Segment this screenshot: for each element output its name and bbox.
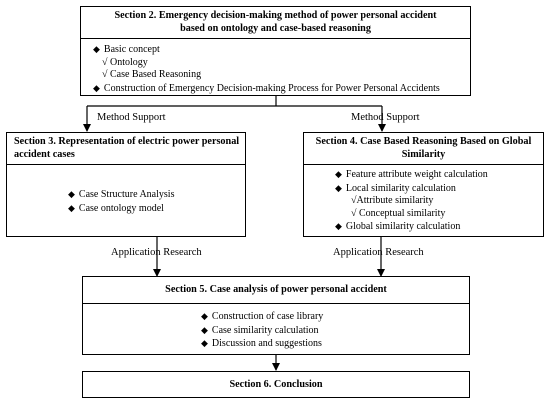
section3-box: Section 3. Representation of electric po… xyxy=(6,132,246,237)
section4-item-conceptual: √ Conceptual similarity xyxy=(351,207,446,219)
section4-item-global: Global similarity calculation xyxy=(335,220,488,234)
section5-item-similarity: Case similarity calculation xyxy=(201,324,323,338)
section2-item-basic-concept: Basic concept xyxy=(93,43,440,57)
section3-title-line1: Section 3. Representation of electric po… xyxy=(14,136,240,147)
section5-box: Section 5. Case analysis of power person… xyxy=(82,276,470,355)
section4-title: Section 4. Case Based Reasoning Based on… xyxy=(304,136,543,161)
section2-title-line2: based on ontology and case-based reasoni… xyxy=(180,22,371,34)
section5-item-discussion: Discussion and suggestions xyxy=(201,337,323,351)
label-application-right: Application Research xyxy=(333,247,424,258)
section2-item-ontology: √ Ontology xyxy=(102,56,148,68)
section5-item-library: Construction of case library xyxy=(201,310,323,324)
section5-title: Section 5. Case analysis of power person… xyxy=(165,284,387,295)
section3-item-structure: Case Structure Analysis xyxy=(68,188,175,202)
section2-item-cbr: √ Case Based Reasoning xyxy=(102,69,202,81)
label-method-support-left: Method Support xyxy=(97,112,166,123)
section5-items: Construction of case library Case simila… xyxy=(201,310,323,351)
section2-box: Section 2. Emergency decision-making met… xyxy=(80,6,471,96)
section4-title-line1: Section 4. Case Based Reasoning Based on… xyxy=(315,136,532,147)
section4-item-attribute: √Attribute similarity xyxy=(351,195,434,207)
section3-title: Section 3. Representation of electric po… xyxy=(14,136,241,161)
section3-title-line2: accident cases xyxy=(14,148,75,160)
section2-title-line1: Section 2. Emergency decision-making met… xyxy=(114,10,437,21)
section4-item-weight: Feature attribute weight calculation xyxy=(335,168,488,182)
section4-item-local: Local similarity calculation xyxy=(335,182,488,196)
section2-item-construction: Construction of Emergency Decision-makin… xyxy=(93,82,440,96)
section4-box: Section 4. Case Based Reasoning Based on… xyxy=(303,132,544,237)
section4-items: Feature attribute weight calculation Loc… xyxy=(335,168,488,234)
section3-items: Case Structure Analysis Case ontology mo… xyxy=(68,188,175,216)
section3-item-ontology-model: Case ontology model xyxy=(68,202,174,216)
section6-box: Section 6. Conclusion xyxy=(82,371,470,398)
section4-title-line2: Similarity xyxy=(401,148,446,160)
section6-title: Section 6. Conclusion xyxy=(229,379,323,390)
section2-items: Basic concept √ Ontology √ Case Based Re… xyxy=(93,43,440,95)
label-method-support-right: Method Support xyxy=(351,112,420,123)
section2-title: Section 2. Emergency decision-making met… xyxy=(81,10,470,35)
label-application-left: Application Research xyxy=(111,247,202,258)
